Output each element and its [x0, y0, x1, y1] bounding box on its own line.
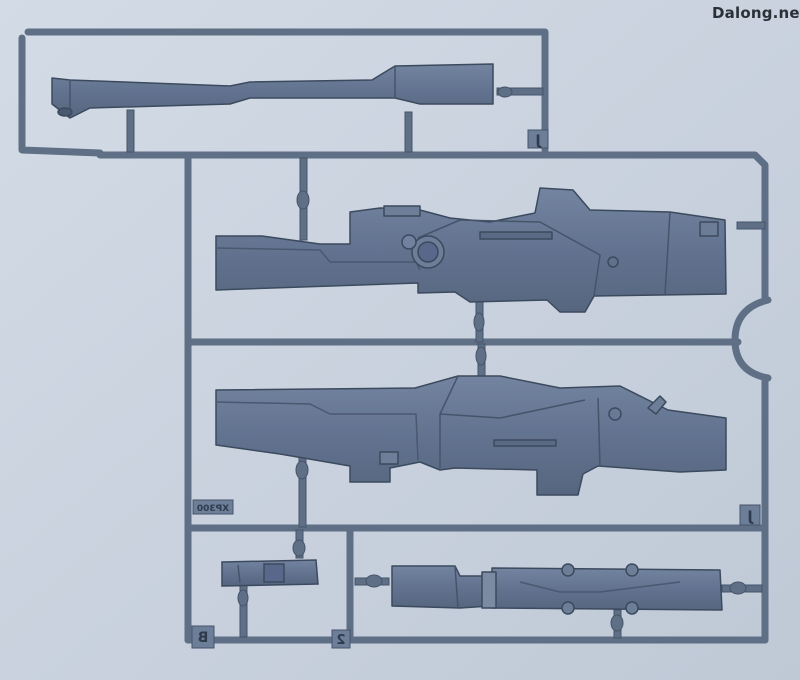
part-small-block: [221, 559, 319, 587]
runner-tab-top-label: J: [535, 133, 541, 149]
part-top-bar: [51, 63, 494, 119]
runner-tab-bottom-left-label: B: [198, 630, 209, 646]
part-lower-rifle-body: [215, 375, 727, 496]
runner-frame: [18, 28, 772, 644]
part-code-tab: XP300: [192, 499, 234, 515]
part-upper-rifle-body: [215, 187, 727, 313]
part-code-label: XP300: [197, 504, 229, 514]
runner-tab-bottom-left: B: [191, 625, 215, 649]
watermark: Dalong.net: [712, 4, 800, 22]
runner-tab-bottom-mid: 2: [331, 629, 351, 649]
runner-tab-bottom-mid-label: 2: [336, 633, 345, 648]
runner-tab-right: J: [739, 504, 761, 526]
runner-tab-right-label: J: [747, 509, 753, 525]
gate-connectors: [126, 86, 766, 639]
part-bottom-long: [391, 563, 723, 615]
runner-tab-top: J: [527, 129, 549, 149]
